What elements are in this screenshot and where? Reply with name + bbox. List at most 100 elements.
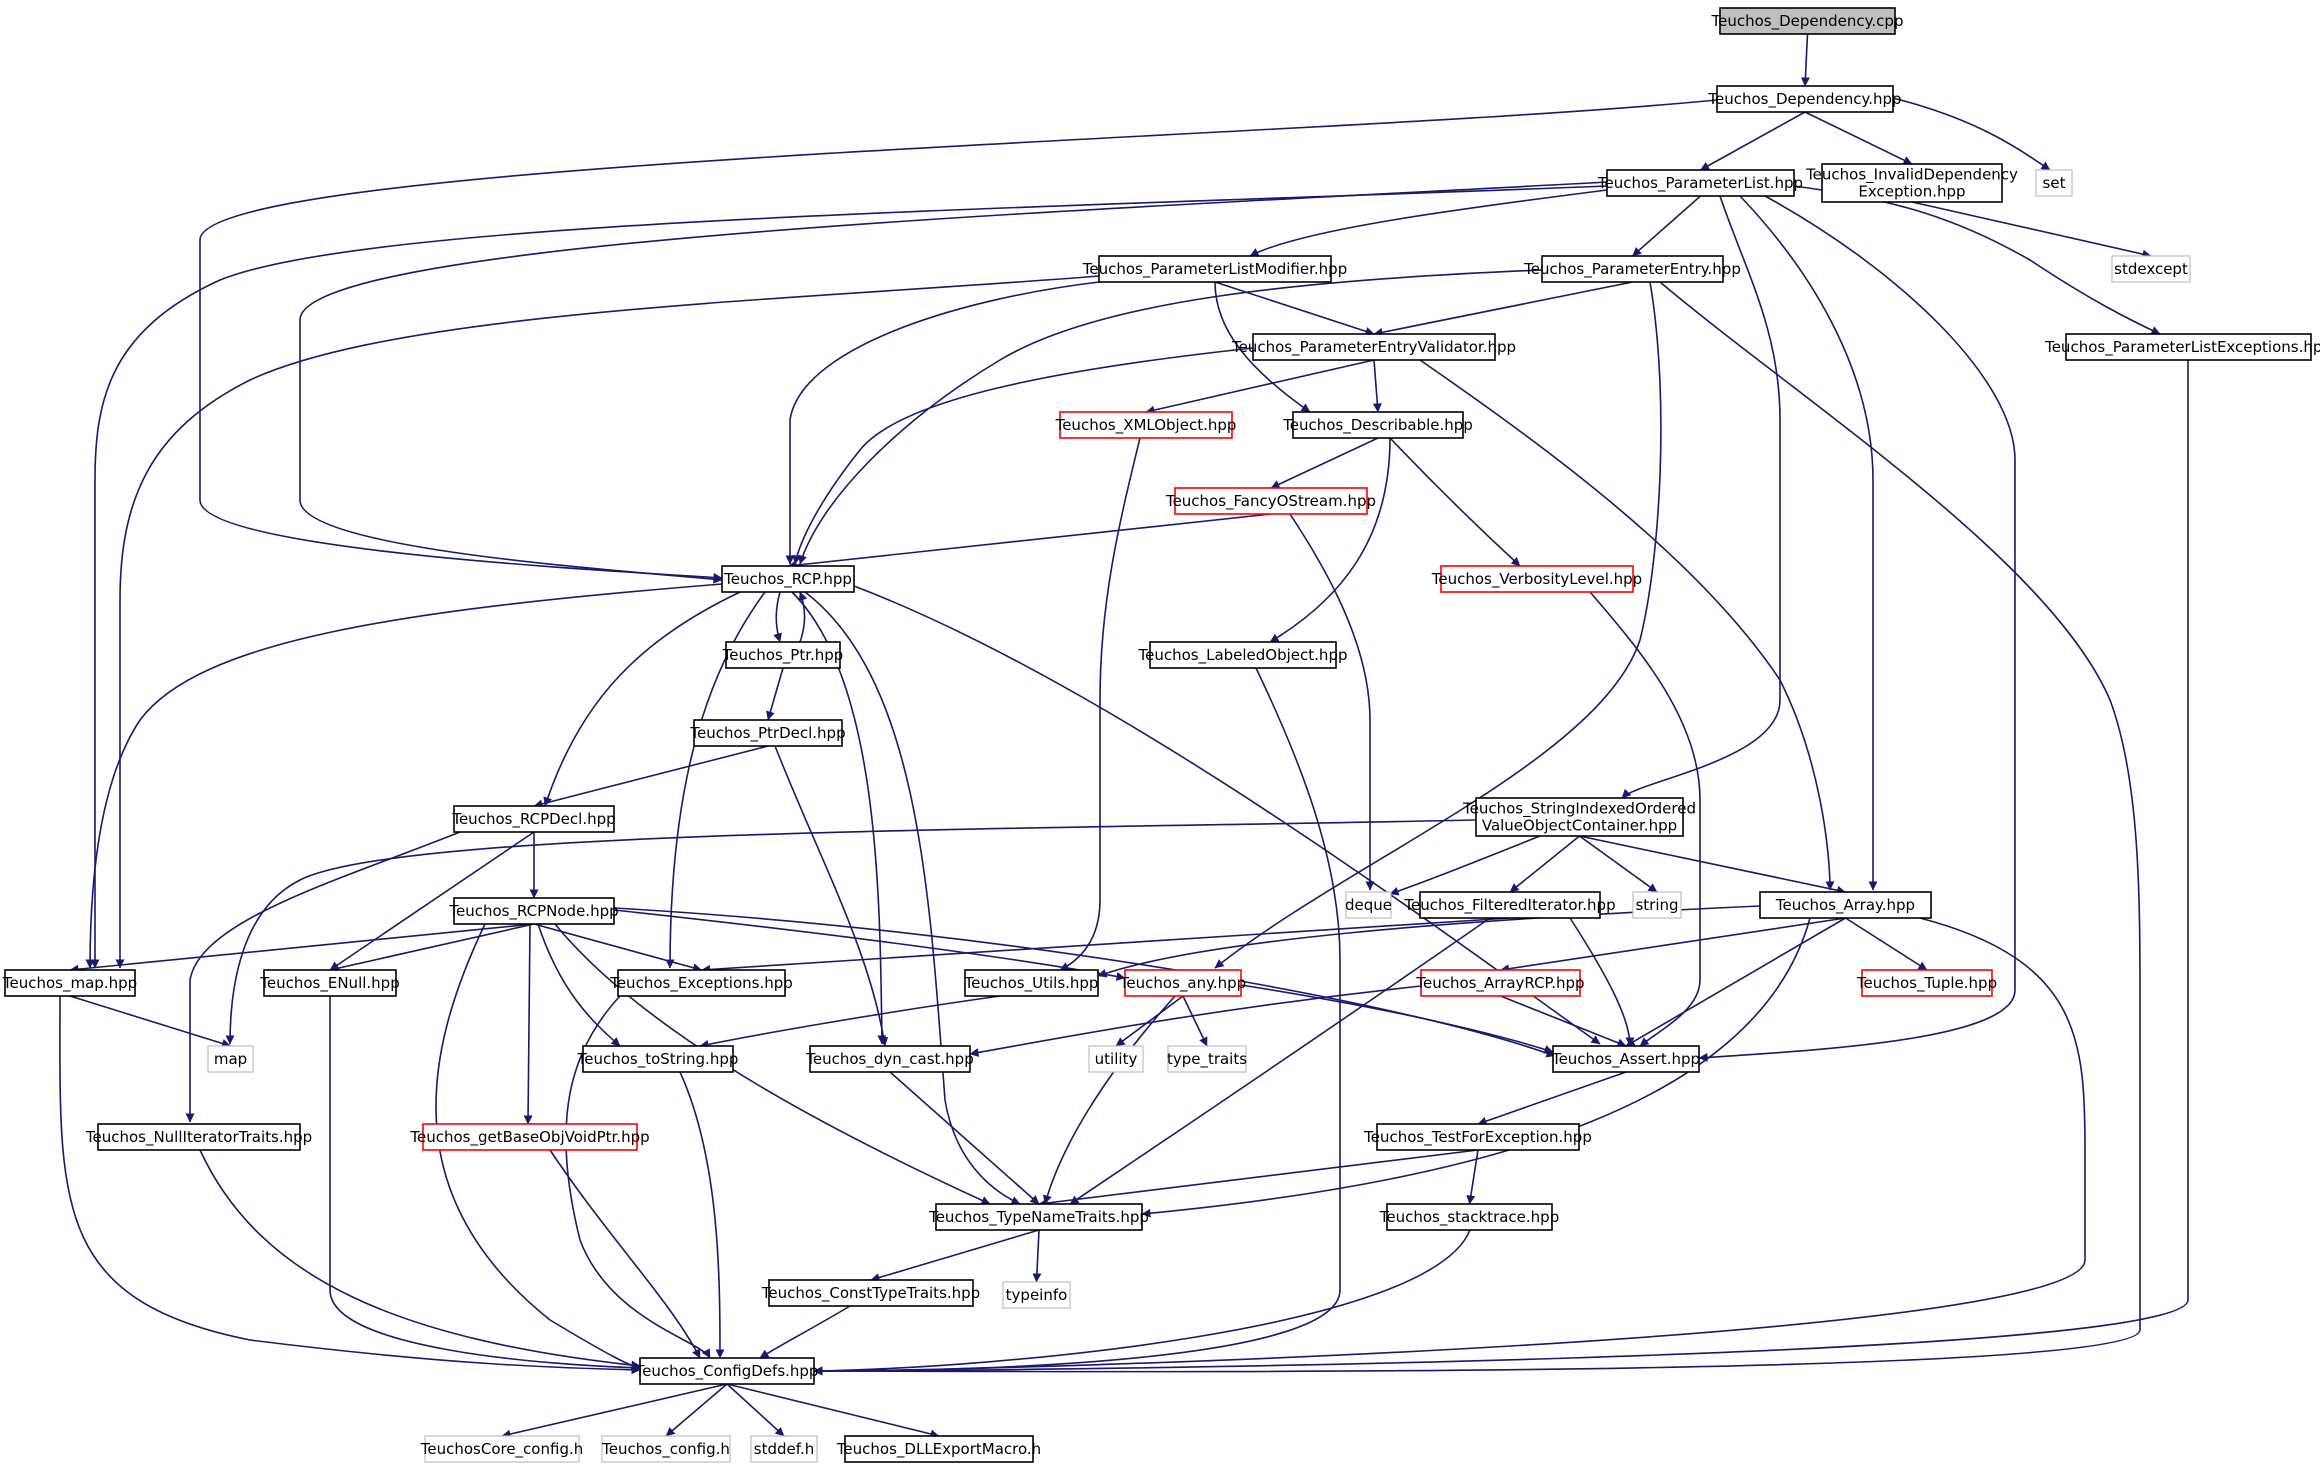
edge-arrayrcp-to-dyncast (969, 985, 1422, 1057)
edge-dependency_hpp-to-parameterlist (1700, 111, 1806, 171)
edge-verbosity-to-assert (1589, 591, 1701, 1047)
node-label: utility (1095, 1050, 1138, 1068)
edge-layer (59, 33, 2189, 1439)
edge-xmlobject-to-utils (1059, 437, 1141, 971)
node-plexceptions[interactable]: Teuchos_ParameterListExceptions.hpp (2044, 333, 2320, 361)
edge-dependency_hpp-to-rcp (199, 99, 1718, 582)
node-rcpdecl[interactable]: Teuchos_RCPDecl.hpp (451, 805, 616, 833)
node-stacktrace[interactable]: Teuchos_stacktrace.hpp (1379, 1203, 1559, 1231)
node-describable[interactable]: Teuchos_Describable.hpp (1282, 411, 1473, 439)
node-utils[interactable]: Teuchos_Utils.hpp (964, 969, 1099, 997)
node-box (1088, 1045, 1144, 1073)
node-consttype[interactable]: Teuchos_ConstTypeTraits.hpp (761, 1279, 980, 1307)
node-label: Teuchos_RCPNode.hpp (448, 902, 618, 921)
node-box (1292, 411, 1464, 439)
node-sioc[interactable]: Teuchos_StringIndexedOrderedValueObjectC… (1462, 797, 1696, 837)
node-box (1149, 641, 1337, 669)
edge-dyncast-to-typename (889, 1071, 1040, 1205)
node-assert[interactable]: Teuchos_Assert.hpp (1551, 1045, 1700, 1073)
node-rcpnode[interactable]: Teuchos_RCPNode.hpp (448, 897, 619, 925)
edge-rcpnode-to-getbase (523, 923, 533, 1125)
node-box (639, 1357, 815, 1385)
node-tuple[interactable]: Teuchos_Tuple.hpp (1856, 969, 1997, 997)
edge-pevalidator-to-xmlobject (1145, 359, 1375, 415)
node-ptr[interactable]: Teuchos_Ptr.hpp (722, 641, 844, 669)
node-dependency_cpp[interactable]: Teuchos_Dependency.cpp (1711, 7, 1904, 35)
edge-describable-to-verbosity (1389, 437, 1521, 567)
node-box (263, 969, 397, 997)
edge-parameterlist-to-sioc (1621, 195, 1781, 799)
edge-dependency_cpp-to-dependency_hpp (1800, 33, 1810, 87)
node-box (601, 1435, 731, 1463)
node-getbase[interactable]: Teuchos_getBaseObjVoidPtr.hpp (409, 1123, 650, 1151)
node-exceptions[interactable]: Teuchos_Exceptions.hpp (609, 969, 793, 997)
node-deque: deque (1345, 891, 1392, 919)
node-dependency_hpp[interactable]: Teuchos_Dependency.hpp (1707, 85, 1902, 113)
edge-plexceptions-to-configdefs (813, 360, 2189, 1376)
edge-any-to-assert (1240, 984, 1554, 1054)
edge-getbase-to-configdefs (549, 1149, 701, 1359)
edge-rcpnode-to-enull (329, 923, 535, 973)
node-tostring[interactable]: Teuchos_toString.hpp (577, 1045, 739, 1073)
node-label: Teuchos_Assert.hpp (1551, 1050, 1700, 1069)
edge-array-to-tuple (1845, 917, 1928, 971)
node-map_hpp[interactable]: Teuchos_map.hpp (2, 969, 137, 997)
node-parameterlist[interactable]: Teuchos_ParameterList.hpp (1597, 169, 1803, 197)
node-box (1716, 85, 1894, 113)
node-config_h: Teuchos_config.h (601, 1435, 731, 1463)
node-dyncast[interactable]: Teuchos_dyn_cast.hpp (805, 1045, 974, 1073)
node-box (1098, 255, 1332, 283)
node-label: Teuchos_Describable.hpp (1282, 416, 1473, 435)
edge-paramentry-to-pevalidator (1373, 281, 1633, 337)
node-label: stddef.h (754, 1440, 814, 1458)
node-array[interactable]: Teuchos_Array.hpp (1759, 891, 1932, 919)
edge-rcpnode-to-typename (554, 923, 991, 1205)
node-testforexc[interactable]: Teuchos_TestForException.hpp (1363, 1123, 1592, 1151)
edge-parameterlist-to-paramentry (1631, 195, 1702, 257)
node-enull[interactable]: Teuchos_ENull.hpp (259, 969, 400, 997)
node-label: Teuchos_any.hpp (1119, 974, 1246, 993)
node-any[interactable]: Teuchos_any.hpp (1119, 969, 1246, 997)
edge-sioc-to-string (1579, 835, 1658, 893)
node-filtered[interactable]: Teuchos_FilteredIterator.hpp (1403, 891, 1616, 919)
node-nulliter[interactable]: Teuchos_NullIteratorTraits.hpp (85, 1123, 312, 1151)
node-labeledobject[interactable]: Teuchos_LabeledObject.hpp (1138, 641, 1348, 669)
edge-describable-to-fancyostream (1270, 437, 1379, 489)
edge-labeledobject-to-configdefs (813, 667, 1341, 1376)
node-label: Teuchos_config.h (601, 1440, 730, 1459)
node-pevalidator[interactable]: Teuchos_ParameterEntryValidator.hpp (1231, 333, 1516, 361)
node-rcp[interactable]: Teuchos_RCP.hpp (721, 565, 855, 593)
node-label: Teuchos_RCPDecl.hpp (451, 810, 615, 829)
edge-invaliddep-to-stdexcept (1911, 201, 2152, 259)
node-ptrdecl[interactable]: Teuchos_PtrDecl.hpp (689, 719, 846, 747)
node-label: Teuchos_Array.hpp (1775, 896, 1915, 915)
node-typename[interactable]: Teuchos_TypeNameTraits.hpp (928, 1203, 1149, 1231)
node-box (1759, 891, 1932, 919)
node-box (453, 805, 615, 833)
node-label: Teuchos_dyn_cast.hpp (805, 1050, 973, 1069)
node-xmlobject[interactable]: Teuchos_XMLObject.hpp (1055, 411, 1237, 439)
node-plmodifier[interactable]: Teuchos_ParameterListModifier.hpp (1082, 255, 1347, 283)
node-label: Teuchos_ParameterListModifier.hpp (1082, 260, 1347, 279)
node-box (1632, 891, 1682, 919)
edge-stacktrace-to-configdefs (813, 1229, 1471, 1376)
node-configdefs[interactable]: Teuchos_ConfigDefs.hpp (635, 1357, 819, 1385)
node-verbosity[interactable]: Teuchos_VerbosityLevel.hpp (1431, 565, 1642, 593)
node-dllexport[interactable]: Teuchos_DLLExportMacro.h (836, 1435, 1041, 1463)
node-label: Teuchos_RCP.hpp (723, 570, 852, 589)
node-label: Teuchos_Exceptions.hpp (609, 974, 793, 993)
node-arrayrcp[interactable]: Teuchos_ArrayRCP.hpp (1415, 969, 1585, 997)
edge-sioc-to-map (225, 819, 1477, 1045)
edge-any-to-type_traits (1182, 995, 1208, 1047)
node-paramentry[interactable]: Teuchos_ParameterEntry.hpp (1523, 255, 1741, 283)
node-label: Teuchos_Tuple.hpp (1856, 974, 1997, 993)
edge-plmodifier-to-map_hpp (115, 275, 1100, 969)
edge-configdefs-to-stddef (726, 1383, 785, 1437)
node-box (424, 1435, 580, 1463)
node-box (721, 565, 855, 593)
node-fancyostream[interactable]: Teuchos_FancyOStream.hpp (1165, 487, 1376, 515)
node-label: Teuchos_ArrayRCP.hpp (1415, 974, 1584, 993)
node-type_traits: type_traits (1167, 1045, 1247, 1073)
